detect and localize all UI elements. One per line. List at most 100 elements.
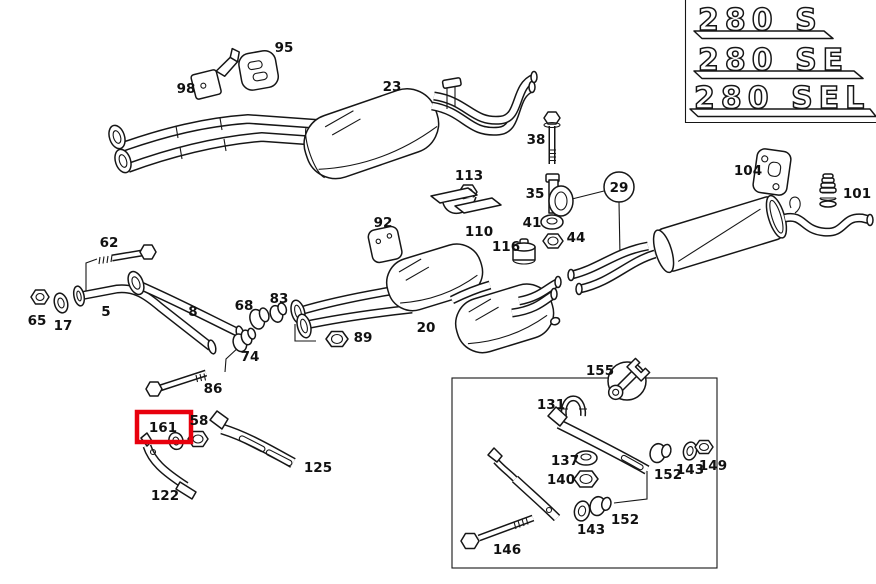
part-label-58[interactable]: 58 xyxy=(190,413,209,429)
badge-bar xyxy=(689,108,876,118)
part-label-95[interactable]: 95 xyxy=(275,40,294,56)
part-label-125[interactable]: 125 xyxy=(304,460,332,476)
lower-bracket xyxy=(487,447,561,522)
leader-lines xyxy=(85,190,621,373)
part-label-149[interactable]: 149 xyxy=(699,458,727,474)
bolt-86 xyxy=(145,369,208,397)
bushing-152-lower xyxy=(589,495,612,517)
part-label-65[interactable]: 65 xyxy=(28,313,47,329)
callout-circle-29[interactable] xyxy=(603,171,635,203)
part-label-83[interactable]: 83 xyxy=(270,291,289,307)
part-label-5[interactable]: 5 xyxy=(101,304,110,320)
washer-17 xyxy=(53,292,69,314)
part-label-41[interactable]: 41 xyxy=(523,215,542,231)
part-label-35[interactable]: 35 xyxy=(526,186,545,202)
part-label-161[interactable]: 161 xyxy=(149,420,177,436)
part-label-143-2[interactable]: 143 xyxy=(577,522,605,538)
bushing-68 xyxy=(249,307,270,330)
rear-muffler-body xyxy=(652,194,788,274)
bolt-146 xyxy=(460,514,535,550)
part-label-38[interactable]: 38 xyxy=(527,132,546,148)
downpipe-flange xyxy=(114,148,132,174)
part-label-89[interactable]: 89 xyxy=(354,330,373,346)
inset-kit-box xyxy=(451,357,718,569)
part-label-140[interactable]: 140 xyxy=(547,472,575,488)
bolt-62-head xyxy=(139,244,157,260)
rubber-mount-95 xyxy=(238,49,280,91)
bracket-98 xyxy=(190,47,240,100)
nut-140 xyxy=(573,470,599,488)
part-label-137[interactable]: 137 xyxy=(551,453,579,469)
part-label-62[interactable]: 62 xyxy=(100,235,119,251)
bushing-74 xyxy=(232,327,257,353)
nut-44 xyxy=(542,233,564,249)
part-label-8[interactable]: 8 xyxy=(188,304,197,320)
part-label-17[interactable]: 17 xyxy=(54,318,73,334)
pipe-20-flange xyxy=(296,313,312,339)
part-label-44[interactable]: 44 xyxy=(567,230,586,246)
part-label-113[interactable]: 113 xyxy=(455,168,483,184)
part-label-146[interactable]: 146 xyxy=(493,542,521,558)
center-muffler-assembly xyxy=(290,243,562,354)
rear-muffler-assembly xyxy=(567,148,874,296)
model-badge-box: 280 S 280 SE 280 SEL xyxy=(684,0,876,124)
part-label-86[interactable]: 86 xyxy=(204,381,223,397)
pipe-hanger-tab xyxy=(441,77,462,89)
bushing-152-right xyxy=(649,442,672,464)
badge-bar xyxy=(693,70,864,80)
nut-149 xyxy=(694,439,714,455)
part-label-116[interactable]: 116 xyxy=(492,239,520,255)
part-label-104[interactable]: 104 xyxy=(734,163,762,179)
bracket-125 xyxy=(209,410,296,468)
bushing-83 xyxy=(269,302,288,323)
part-label-110[interactable]: 110 xyxy=(465,224,493,240)
front-muffler-23 xyxy=(303,88,440,180)
support-bracket-parts xyxy=(140,369,296,500)
part-label-155[interactable]: 155 xyxy=(586,363,614,379)
badge-280s: 280 S xyxy=(698,3,823,38)
joint-hardware xyxy=(232,302,349,353)
part-label-101[interactable]: 101 xyxy=(843,186,871,202)
badge-280sel: 280 SEL xyxy=(694,81,870,116)
hanger-35 xyxy=(545,173,574,217)
washer-143-lower xyxy=(573,500,591,522)
part-label-29[interactable]: 29 xyxy=(610,180,629,196)
part-label-23[interactable]: 23 xyxy=(383,79,402,95)
nut-65 xyxy=(30,289,50,305)
rubber-block-92 xyxy=(367,225,403,264)
pipe-8-flange xyxy=(127,270,145,296)
part-label-74[interactable]: 74 xyxy=(241,349,260,365)
u-bolt-131 xyxy=(560,395,587,417)
nut-89 xyxy=(325,330,349,348)
washer-41 xyxy=(540,214,564,230)
part-label-131[interactable]: 131 xyxy=(537,397,565,413)
clamp-110 xyxy=(430,187,502,214)
part-label-143[interactable]: 143 xyxy=(676,462,704,478)
washer-143-right xyxy=(682,441,698,461)
part-label-122[interactable]: 122 xyxy=(151,488,179,504)
washer-137 xyxy=(574,450,598,466)
rubber-mount-116 xyxy=(512,238,536,265)
bracket-104 xyxy=(752,148,792,196)
part-label-98[interactable]: 98 xyxy=(177,81,196,97)
front-pipes-assembly xyxy=(30,244,245,355)
hanger-hook xyxy=(789,196,801,214)
part-label-152[interactable]: 152 xyxy=(654,467,682,483)
badge-bar xyxy=(693,30,834,40)
wrench-icon xyxy=(607,357,651,401)
badge-280se: 280 SE xyxy=(698,43,849,78)
buffer-101 xyxy=(819,173,837,208)
part-label-68[interactable]: 68 xyxy=(235,298,254,314)
upper-bracket xyxy=(547,406,650,475)
bolt-38 xyxy=(543,111,561,164)
highlight-box-161[interactable] xyxy=(134,409,194,445)
pipe-5-flange xyxy=(72,285,86,307)
part-label-20[interactable]: 20 xyxy=(417,320,436,336)
downpipe-flange xyxy=(108,124,126,150)
bracket-122 xyxy=(140,432,197,500)
part-label-152-2[interactable]: 152 xyxy=(611,512,639,528)
part-label-92[interactable]: 92 xyxy=(374,215,393,231)
